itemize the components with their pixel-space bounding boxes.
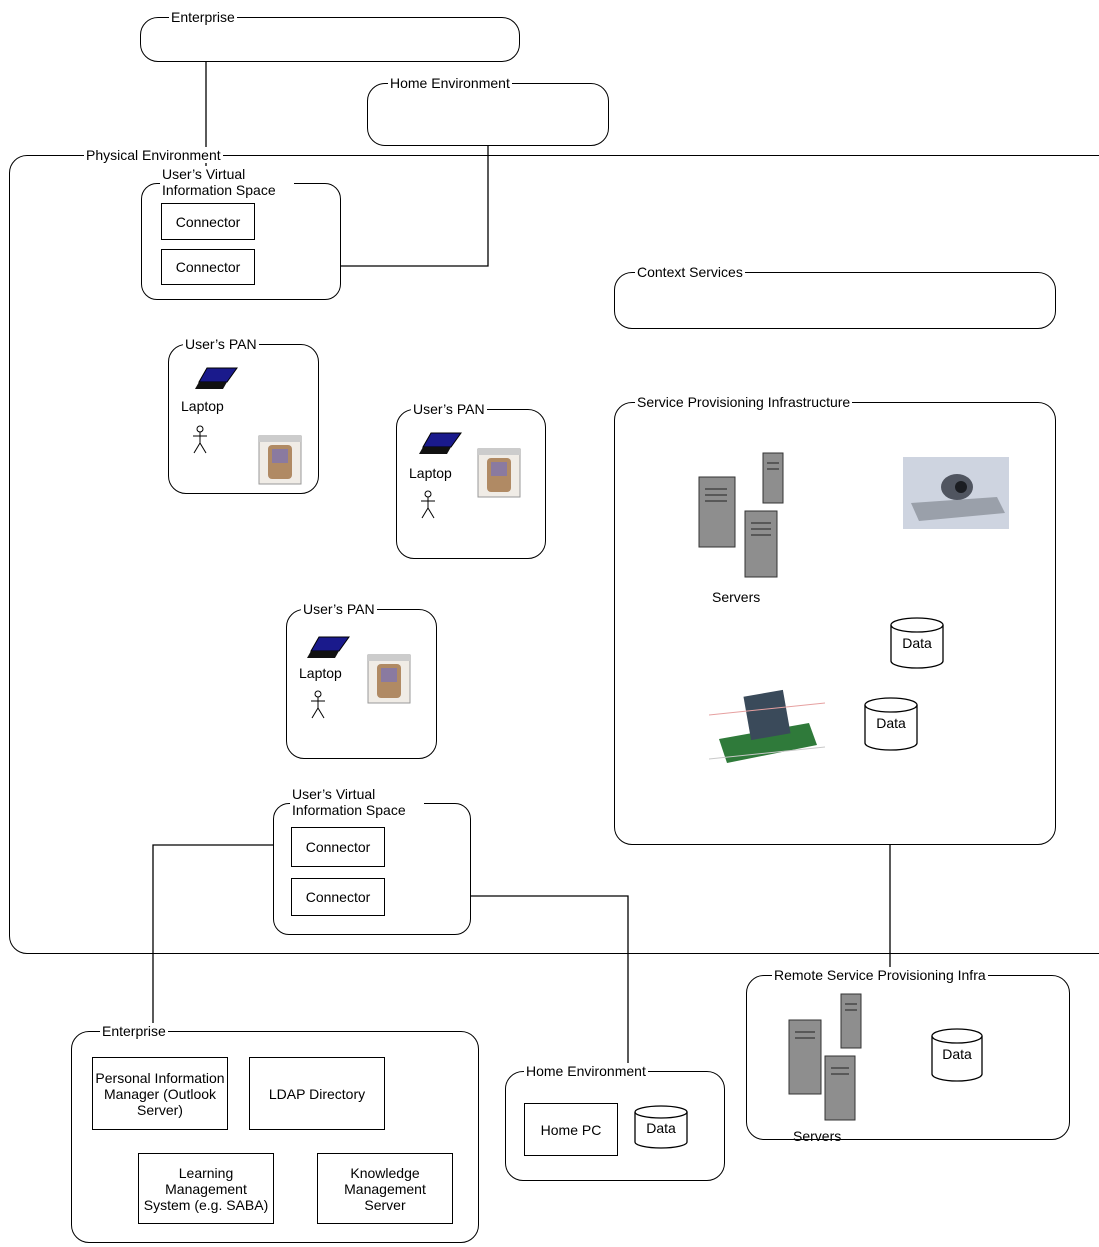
pan-label: User’s PAN	[301, 601, 377, 617]
enterprise-bottom-label: Enterprise	[100, 1023, 168, 1039]
enterprise-top-label: Enterprise	[169, 9, 237, 25]
laptop-icon	[419, 432, 462, 454]
enterprise-top-group: Enterprise	[140, 9, 520, 62]
laptop-icon	[195, 367, 238, 389]
enterprise-bottom-group: Enterprise Personal Information Manager …	[71, 1023, 479, 1243]
context-services-group: Context Services	[614, 264, 1056, 329]
connector-box: Connector	[291, 878, 385, 916]
service-provisioning-group: Service Provisioning Infrastructure Serv…	[614, 394, 1056, 845]
context-services-label: Context Services	[635, 264, 745, 280]
connector-box: Connector	[161, 203, 255, 240]
handheld-device-icon	[367, 654, 411, 704]
person-icon	[193, 425, 207, 454]
laptop-label: Laptop	[181, 398, 224, 414]
connector-box: Connector	[161, 249, 255, 285]
learning-management-box: Learning Management System (e.g. SABA)	[138, 1153, 274, 1224]
pan-label: User’s PAN	[411, 401, 487, 417]
person-icon	[421, 490, 435, 519]
vis-top-label: User’s Virtual Information Space	[160, 166, 294, 198]
person-icon	[311, 690, 325, 719]
vis-bottom-label: User’s Virtual Information Space	[290, 786, 424, 818]
handheld-device-icon	[258, 435, 302, 485]
handheld-device-icon	[477, 448, 521, 498]
home-top-group: Home Environment	[367, 75, 609, 146]
spi-label: Service Provisioning Infrastructure	[635, 394, 853, 410]
home-top-label: Home Environment	[388, 75, 512, 91]
virtual-info-space-top: User’s Virtual Information Space Connect…	[141, 166, 341, 300]
knowledge-management-box: Knowledge Management Server	[317, 1153, 453, 1224]
home-bottom-label: Home Environment	[524, 1063, 648, 1079]
servers-label: Servers	[712, 589, 761, 605]
home-pc-box: Home PC	[524, 1103, 618, 1156]
data-store-icon: Data	[890, 617, 944, 669]
laptop-label: Laptop	[409, 465, 452, 481]
laptop-label: Laptop	[299, 665, 342, 681]
servers-label: Servers	[793, 1128, 842, 1144]
data-store-icon: Data	[634, 1105, 688, 1149]
remote-label: Remote Service Provisioning Infra	[772, 967, 988, 983]
home-bottom-group: Home Environment Home PC Data	[505, 1063, 725, 1181]
servers-icon	[788, 993, 862, 1121]
data-label: Data	[942, 1046, 972, 1062]
physical-environment-label: Physical Environment	[84, 147, 223, 163]
data-store-icon: Data	[931, 1028, 983, 1082]
servers-icon	[698, 452, 784, 578]
remote-service-provisioning-group: Remote Service Provisioning Infra Server…	[746, 967, 1070, 1144]
connector-box: Connector	[291, 827, 385, 867]
user-pan-1: User’s PAN Laptop	[168, 336, 319, 494]
physical-environment-group: Physical Environment	[9, 147, 1099, 954]
user-pan-3: User’s PAN Laptop	[286, 601, 437, 759]
data-label: Data	[646, 1120, 676, 1136]
data-label: Data	[902, 635, 932, 651]
pan-label: User’s PAN	[183, 336, 259, 352]
virtual-info-space-bottom: User’s Virtual Information Space Connect…	[273, 786, 471, 935]
link-vis-home	[470, 895, 629, 1071]
network-card-icon	[709, 679, 825, 771]
data-label: Data	[876, 715, 906, 731]
link-vis-enterprise	[152, 844, 273, 1031]
laptop-icon	[307, 636, 350, 658]
data-store-icon: Data	[864, 697, 918, 751]
ldap-directory-box: LDAP Directory	[249, 1057, 385, 1130]
user-pan-2: User’s PAN Laptop	[396, 401, 546, 559]
pim-server-box: Personal Information Manager (Outlook Se…	[92, 1057, 228, 1130]
camera-device-icon	[903, 457, 1009, 529]
link-home-vis	[340, 145, 489, 267]
